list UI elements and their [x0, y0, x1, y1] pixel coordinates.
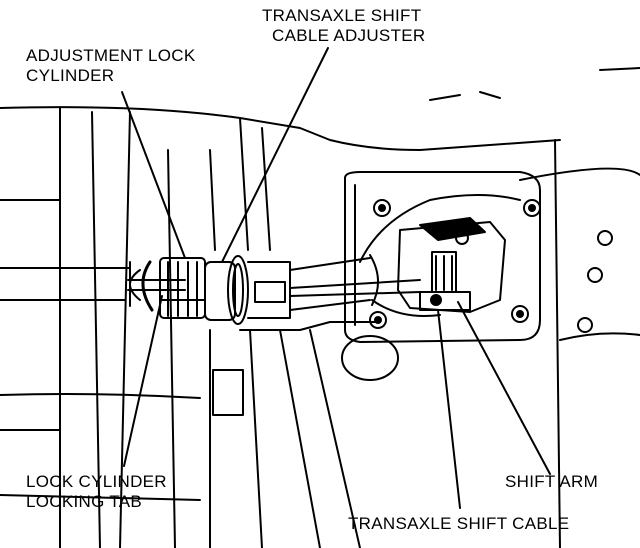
label-adjustment-lock-cylinder: ADJUSTMENT LOCK CYLINDER	[26, 46, 196, 86]
label-locking-tab-line1: LOCK CYLINDER	[26, 472, 167, 491]
leader-lock-cylinder	[121, 91, 186, 259]
label-shift-arm: SHIFT ARM	[505, 472, 598, 492]
shift-arm-assembly	[397, 217, 506, 313]
label-lock-cylinder-line2: CYLINDER	[26, 66, 115, 85]
label-lock-cylinder-locking-tab: LOCK CYLINDER LOCKING TAB	[26, 472, 167, 512]
label-shift-cable-text: TRANSAXLE SHIFT CABLE	[348, 514, 570, 533]
shift-cable	[289, 194, 521, 317]
background-structure	[0, 67, 640, 548]
leader-locking-tab	[123, 295, 163, 467]
leader-adjuster	[221, 47, 329, 263]
shift-rod	[0, 260, 186, 312]
cable-adjuster	[204, 255, 291, 325]
label-cable-adjuster-line2: CABLE ADJUSTER	[272, 26, 426, 45]
label-cable-adjuster: TRANSAXLE SHIFT CABLE ADJUSTER	[262, 6, 425, 46]
leader-shift-arm	[457, 301, 551, 475]
label-locking-tab-line2: LOCKING TAB	[26, 492, 143, 511]
label-transaxle-shift-cable: TRANSAXLE SHIFT CABLE	[348, 514, 569, 534]
label-lock-cylinder-line1: ADJUSTMENT LOCK	[26, 46, 196, 65]
lock-cylinder	[159, 257, 206, 319]
transaxle-housing	[239, 171, 613, 381]
leader-shift-cable	[437, 309, 461, 509]
label-cable-adjuster-line1: TRANSAXLE SHIFT	[262, 6, 422, 25]
leader-lines	[121, 47, 551, 509]
label-shift-arm-text: SHIFT ARM	[505, 472, 599, 491]
